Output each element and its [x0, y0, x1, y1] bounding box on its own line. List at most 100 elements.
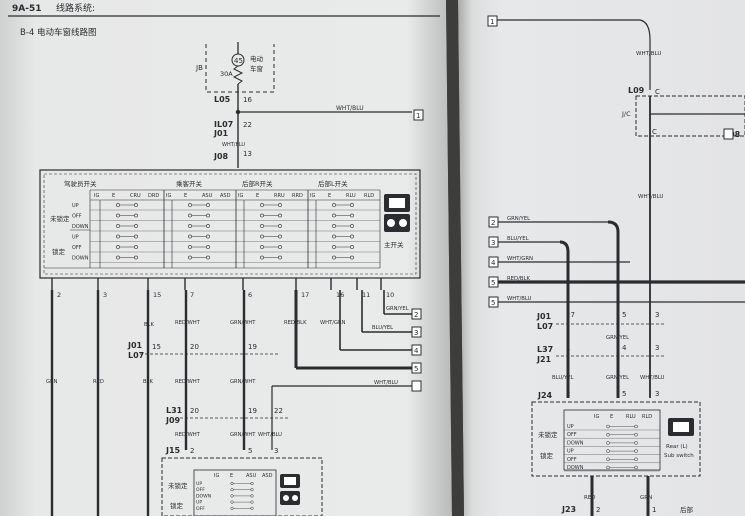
bottom-switch-col: ASD	[262, 473, 273, 479]
r-terminal-wire-color: WHT/BLU	[507, 296, 532, 302]
bottom-row-unlocked: 未锁定	[168, 481, 188, 490]
switch-pin-number: 10	[386, 291, 394, 299]
contact-dot	[188, 234, 192, 239]
sub-switch-name-2: Sub switch	[664, 453, 694, 459]
terminal-number: 3	[414, 329, 418, 337]
switch-col-header: ASU	[202, 193, 213, 199]
switch-col-header: RLD	[364, 193, 374, 199]
r-wire-wht-blu: WHT/BLU	[638, 194, 663, 200]
right-page-wires	[498, 220, 745, 398]
switch-row-label: DOWN	[72, 256, 89, 262]
mid-pin-19: 19	[248, 343, 257, 351]
header-title: 线路系统:	[56, 2, 95, 14]
r-terminal-number: 5	[491, 279, 495, 287]
r-pin-27: 27	[566, 311, 575, 319]
switch-col-header: E	[328, 193, 331, 199]
group-rear-r: 后部R开关	[242, 179, 273, 188]
bottom-switch: J15 2 5 3 未锁定 锁定	[161, 446, 323, 516]
switch-row-label: UP	[72, 235, 79, 241]
pin-il07: 22	[243, 121, 252, 129]
r-connector-j24: J24	[537, 391, 553, 400]
r-switch-row: OFF	[567, 432, 577, 438]
r-pin-4: 4	[622, 344, 627, 352]
r-wire-red: RED	[584, 495, 596, 501]
connector-j01: J01	[213, 129, 229, 138]
r-connector-j01: J01	[536, 312, 552, 321]
r-pin-5a: 5	[622, 311, 626, 319]
mid-connector-b: L07	[128, 351, 144, 360]
r-connector-j21: J21	[536, 355, 552, 364]
terminal-number: 5	[414, 365, 418, 373]
switch-col-header: CRU	[130, 193, 141, 199]
wire-color-grn: GRN	[46, 379, 58, 385]
r-terminal-wire-color: BLU/YEL	[507, 236, 529, 242]
r-pin-3a: 3	[655, 311, 659, 319]
r-pin-j23-1: 1	[652, 506, 656, 514]
r-switch-row: DOWN	[567, 465, 584, 471]
wire-color-blk-2: BLK	[143, 379, 153, 385]
pin-19b: 19	[248, 407, 257, 415]
r-terminal-wire-color: RED/BLK	[507, 276, 530, 282]
j15-pin-3: 3	[274, 447, 278, 455]
switch-col-header: DRD	[148, 193, 159, 199]
wire-color-grn-wht-2: GRN/WHT	[230, 379, 256, 385]
wire-color-top: WHT/BLU	[336, 105, 364, 112]
terminal-box	[411, 326, 422, 338]
fuse-name-1: 电动	[250, 54, 264, 63]
r-wire-grn-yel: GRN/YEL	[606, 335, 629, 341]
switch-row-label: OFF	[72, 245, 82, 251]
connector-j15: J15	[165, 446, 181, 455]
terminal-box	[411, 362, 422, 374]
switch-pin-number: 11	[362, 291, 370, 299]
fuse-block: JB 45 30A 电动 车窗	[195, 42, 275, 93]
terminal-box	[411, 344, 422, 356]
jc-box	[635, 95, 745, 137]
r-connector-j23: J23	[561, 505, 576, 514]
switch-pin-number: 15	[153, 291, 161, 299]
r-connector-l07: L07	[537, 322, 553, 331]
bottom-switch-row: OFF	[196, 506, 205, 512]
r-wire-wht-blu-top: WHT/BLU	[636, 51, 661, 57]
switch-output-wires	[50, 290, 412, 516]
j15-pin-2: 2	[190, 447, 194, 455]
wire-color-blk: BLK	[144, 322, 154, 328]
switch-row-label: UP	[72, 203, 79, 209]
bottom-switch-row: UP	[196, 481, 202, 487]
main-trunk-wire: WHT/BLU 1 WHT/BLU	[222, 84, 424, 168]
right-bottom-wires: RED GRN J23 2 1 后部	[561, 476, 694, 516]
wire-color-red-blk: RED/BLK	[284, 320, 307, 326]
pin-l05: 16	[243, 96, 252, 104]
terminal-1-box	[413, 109, 424, 121]
mid-connector-l31-j09: L31 J09 20 19 22 RED/WHT GRN/WHT WHT/BLU	[165, 406, 290, 438]
fuse-number: 45	[234, 57, 243, 65]
connector-j08: J08	[213, 152, 229, 161]
r-connector-l37: L37	[537, 345, 553, 354]
r-switch-row: OFF	[567, 457, 577, 463]
bottom-switch-col: E	[230, 473, 233, 479]
r-terminal-number: 2	[491, 219, 495, 227]
fuse-amp: 30A	[220, 70, 233, 78]
group-driver: 驾驶员开关	[64, 179, 97, 188]
switch-col-header: IG	[310, 193, 315, 199]
mid-pin-20: 20	[190, 343, 199, 351]
bottom-switch-row: DOWN	[196, 493, 211, 499]
switch-pin-number: 2	[57, 291, 61, 299]
r-terminal-1: 1	[490, 18, 494, 26]
r-row-group-locked: 锁定	[540, 451, 554, 460]
mid-connector-a: J01	[127, 341, 143, 350]
left-page	[0, 0, 452, 516]
wire-color-grn-wht: GRN/WHT	[230, 320, 256, 326]
r-wire-grn-yel-2: GRN/YEL	[606, 375, 629, 381]
main-switch-icon: 主开关	[384, 194, 410, 249]
row-group-unlocked: 未锁定	[50, 214, 70, 223]
r-terminal-1-box	[487, 15, 498, 27]
contact-dot	[188, 203, 192, 207]
terminal-box	[411, 308, 422, 320]
switch-row-label: DOWN	[72, 224, 89, 230]
bottom-switch-col: IG	[214, 473, 219, 479]
r-switch-row: UP	[567, 424, 574, 430]
wire-color-red-wht-2: RED/WHT	[175, 379, 201, 385]
pin-20b: 20	[190, 407, 199, 415]
